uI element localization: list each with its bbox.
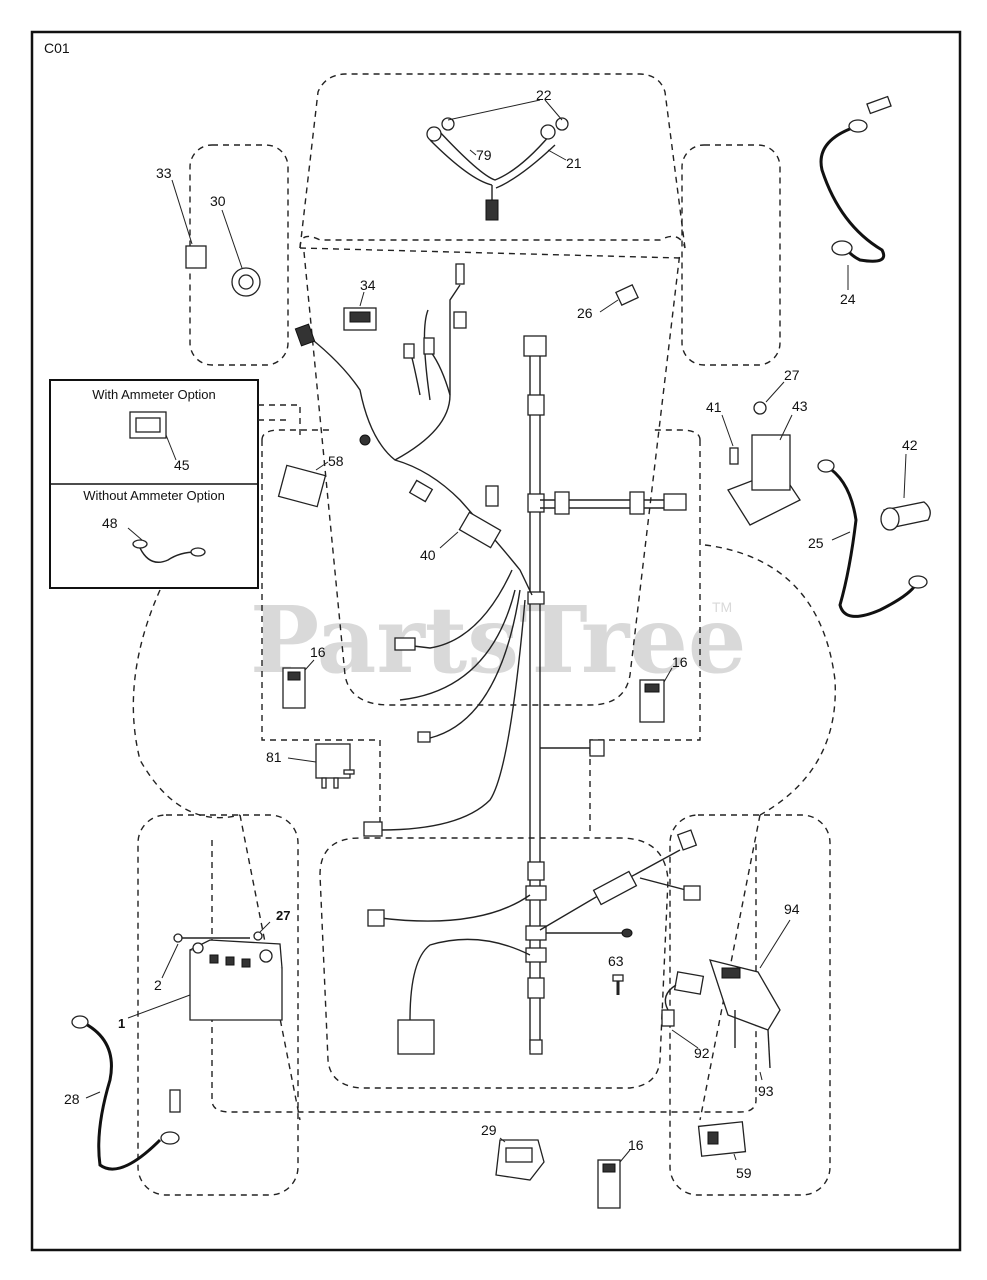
page-frame — [30, 30, 962, 1252]
fuse-26: 26 — [577, 283, 639, 321]
callout-93: 93 — [758, 1083, 774, 1099]
callout-1: 1 — [118, 1016, 125, 1031]
callout-92: 92 — [694, 1045, 710, 1061]
callout-42: 42 — [902, 437, 918, 453]
switch-34: 34 — [343, 277, 377, 331]
battery-cable-24: 24 — [819, 95, 892, 307]
tractor-outline — [132, 73, 836, 1196]
callout-40: 40 — [420, 547, 436, 563]
callout-24: 24 — [840, 291, 856, 307]
callout-94: 94 — [784, 901, 800, 917]
relay-81: 81 — [266, 743, 355, 789]
watermark-tm: TM — [712, 599, 732, 615]
main-wire-harness: 40 — [294, 263, 701, 1055]
callout-33: 33 — [156, 165, 172, 181]
terminal-boot-42: 42 — [880, 437, 931, 531]
callout-81: 81 — [266, 749, 282, 765]
without-ammeter-title: Without Ammeter Option — [83, 488, 225, 503]
callout-2: 2 — [154, 977, 162, 993]
module-58: 58 — [277, 453, 344, 508]
connector-16-left: 16 — [282, 644, 326, 709]
bolt-63: 63 — [608, 953, 624, 995]
seat-switch-assembly: 92 94 93 — [661, 901, 800, 1099]
callout-79: 79 — [476, 147, 492, 163]
callout-16-left: 16 — [310, 644, 326, 660]
options-box: With Ammeter Option Without Ammeter Opti… — [49, 379, 301, 589]
callout-63: 63 — [608, 953, 624, 969]
callout-25: 25 — [808, 535, 824, 551]
callout-29: 29 — [481, 1122, 497, 1138]
callout-58: 58 — [328, 453, 344, 469]
starter-solenoid: 27 41 43 — [706, 367, 808, 526]
callout-22: 22 — [536, 87, 552, 103]
battery-cable-28: 28 — [64, 1015, 181, 1171]
callout-41: 41 — [706, 399, 722, 415]
headlight-harness: 22 79 21 — [426, 87, 582, 221]
callout-16-bottom: 16 — [628, 1137, 644, 1153]
ignition-switch-33: 33 — [156, 165, 207, 269]
callout-48: 48 — [102, 515, 118, 531]
connector-16-right: 16 — [639, 654, 688, 723]
with-ammeter-title: With Ammeter Option — [92, 387, 216, 402]
callout-45: 45 — [174, 457, 190, 473]
callout-59: 59 — [736, 1165, 752, 1181]
part-59: 59 — [697, 1121, 752, 1181]
callout-27-battery: 27 — [276, 908, 290, 923]
callout-21: 21 — [566, 155, 582, 171]
watermark: PartsTree — [250, 586, 746, 694]
part-29: 29 — [481, 1122, 545, 1181]
callout-34: 34 — [360, 277, 376, 293]
page-code: C01 — [44, 40, 70, 56]
callout-30: 30 — [210, 193, 226, 209]
connector-16-bottom: 16 — [597, 1137, 644, 1209]
callout-27-top: 27 — [784, 367, 800, 383]
battery-1: 1 2 27 — [118, 908, 290, 1031]
battery-cable-25: 25 — [808, 459, 928, 618]
key-switch-30: 30 — [210, 193, 261, 297]
callout-26: 26 — [577, 305, 593, 321]
callout-16-right: 16 — [672, 654, 688, 670]
callout-43: 43 — [792, 398, 808, 414]
callout-28: 28 — [64, 1091, 80, 1107]
